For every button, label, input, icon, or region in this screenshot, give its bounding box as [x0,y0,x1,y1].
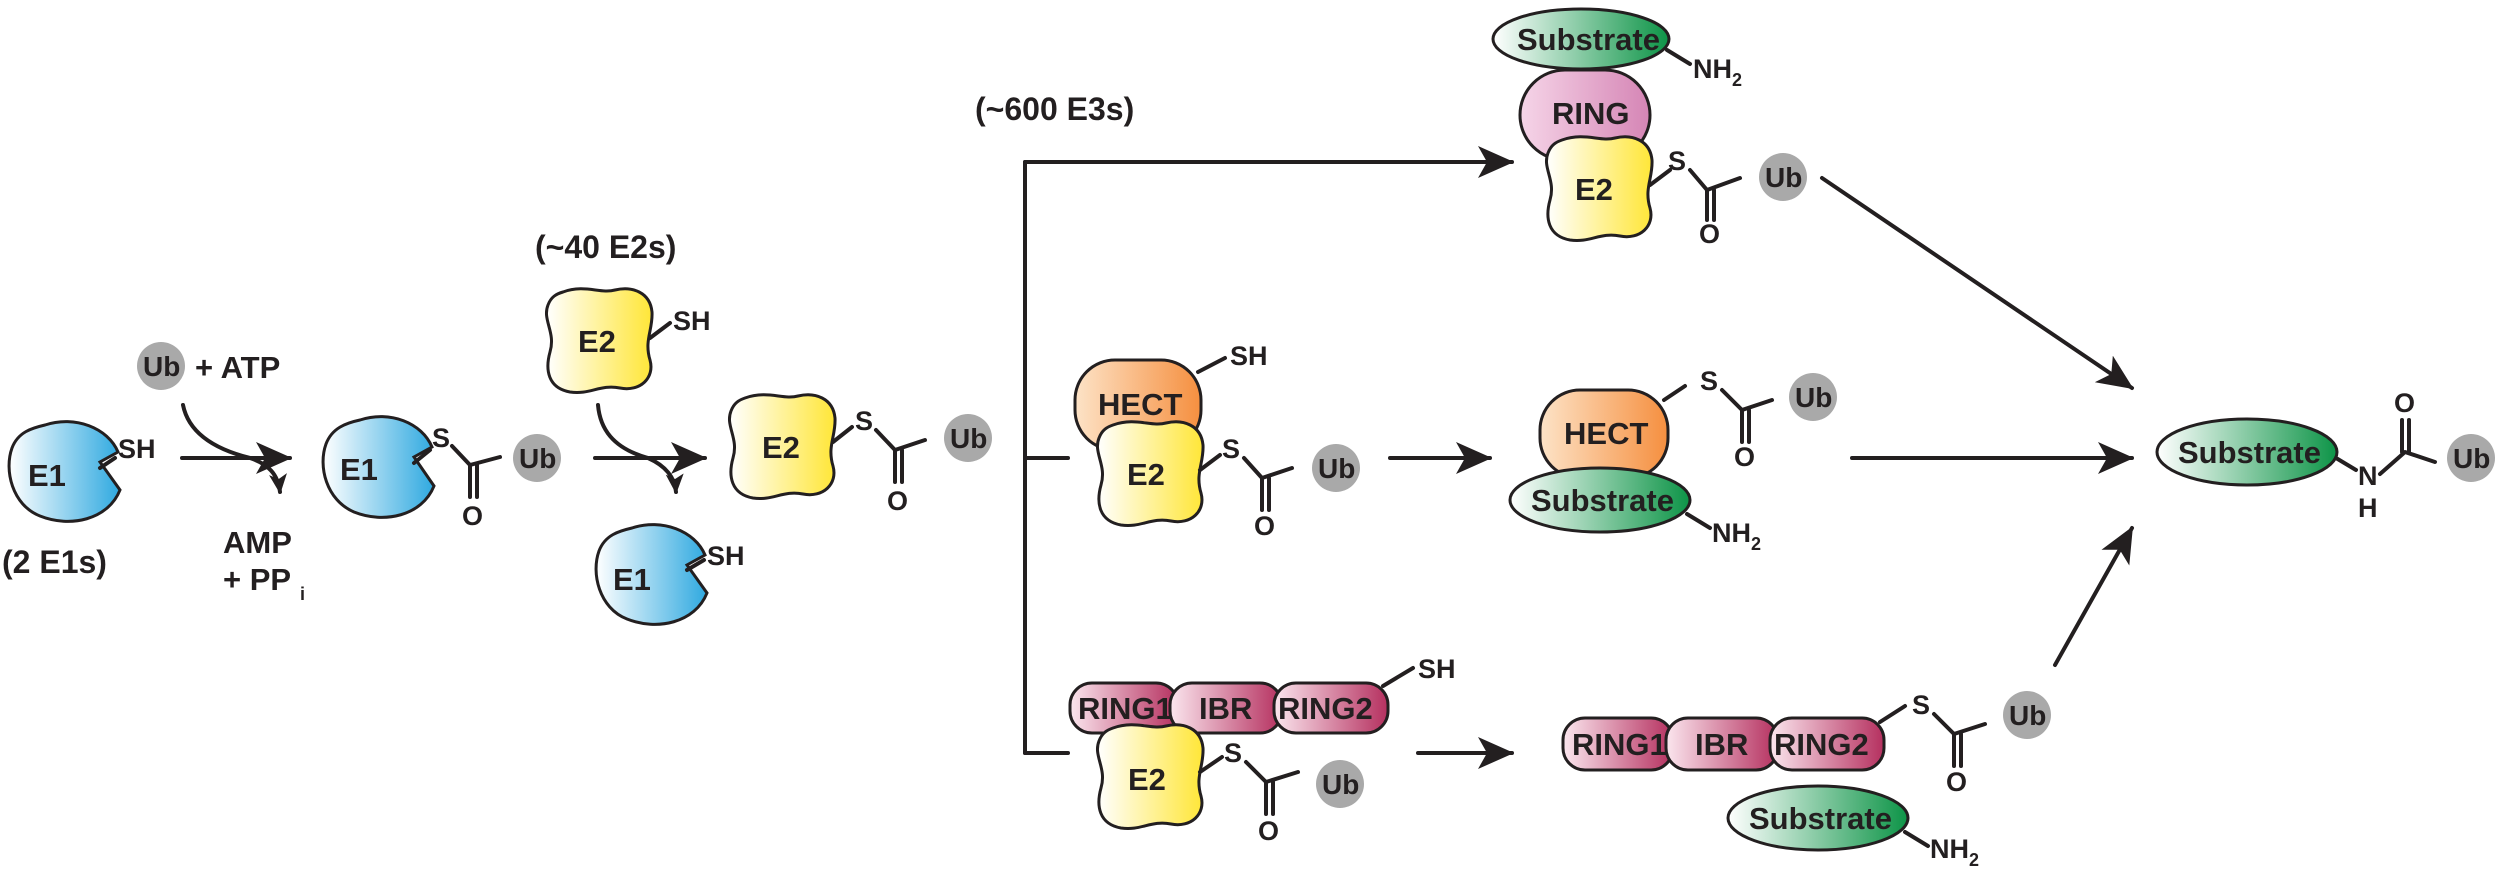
s-label: S [1222,434,1240,464]
hect-e2-complex: HECT SH E2 S O Ub [1073,341,1360,541]
e2-enzyme [1096,420,1205,528]
ubiquitinated-substrate-product: Substrate N H O Ub [2155,388,2495,523]
ubiquitin-circle [2447,434,2495,482]
ubiquitin-circle [1316,760,1364,808]
substrate-label: Substrate [1749,801,1892,836]
ubiquitin-circle [2003,691,2051,739]
e2-ub-thioester: E2 S O Ub [728,393,992,516]
ibr-label: IBR [1695,727,1748,762]
e2-enzyme-free: E2 [545,287,654,395]
ub-label: Ub [519,443,556,474]
e1-ub-thioester: E1 S O Ub [321,415,561,531]
n-label: N [2358,461,2378,491]
ring2-domain [1768,716,1886,772]
e2-label: E2 [578,324,616,359]
ibr-label: IBR [1199,691,1252,726]
hect-ub-thioester: HECT S O Ub Substrate NH2 [1508,366,1837,554]
sh-label: SH [1418,654,1456,684]
ubiquitin-circle [137,342,185,390]
e2-label: E2 [1128,762,1166,797]
o-label: O [1258,816,1279,846]
ub-label: Ub [143,351,180,382]
ubiquitin-circle [1759,153,1807,201]
rbr-ub-thioester: RING1 IBR RING2 S O Ub Substrate NH2 [1561,690,2051,870]
s-label: S [1912,690,1930,720]
e1-enzyme-released: E1 [594,523,709,626]
e2-enzyme [1096,723,1205,831]
plus-pp-label: + PP [223,562,291,597]
ub-label: Ub [1322,769,1359,800]
ub-label: Ub [1765,162,1802,193]
s-label: S [1700,366,1718,396]
nh2-label: NH2 [1693,54,1742,90]
ubiquitin-circle [1312,444,1360,492]
s-label: S [1668,146,1686,176]
o-label: O [887,486,908,516]
sh-label: SH [118,434,156,464]
rbr-e2-complex: RING1 IBR RING2 SH E2 S O Ub [1068,654,1456,846]
rbr-to-product-arrow [2053,526,2134,667]
e2-label: E2 [1127,457,1165,492]
substrate-label: Substrate [1517,22,1660,57]
plus-atp-label: + ATP [195,350,280,385]
ring-e3-complex: Substrate NH2 RING E2 S O Ub [1491,7,1807,249]
sh-label: SH [673,306,711,336]
ring1-label: RING1 [1572,727,1667,762]
ub-label: Ub [950,423,987,454]
ubiquitin-circle [1789,373,1837,421]
substrate-ellipse [1726,784,1910,852]
sh-label: SH [1230,341,1268,371]
ub-label: Ub [2009,700,2046,731]
nh2-label: NH2 [1930,834,1979,870]
e1-count-label: (2 E1s) [2,544,107,580]
ubiquitin-circle [513,434,561,482]
hect-label: HECT [1098,387,1182,422]
ring2-label: RING2 [1774,727,1869,762]
o-label: O [2394,388,2415,418]
hect-label: HECT [1564,416,1648,451]
h-label: H [2358,493,2378,523]
e2-label: E2 [1575,172,1613,207]
ring-to-product-arrow [1820,176,2134,390]
e3-branch-lines [1023,146,1514,755]
e1-label: E1 [340,452,378,487]
e1-label: E1 [613,562,651,597]
s-label: S [432,423,450,453]
e1-label: E1 [28,458,66,493]
nh2-label: NH2 [1712,518,1761,554]
substrate-label: Substrate [1531,483,1674,518]
e2-label: E2 [762,430,800,465]
ub-label: Ub [1795,382,1832,413]
e2-count-label: (~40 E2s) [535,229,676,265]
s-label: S [1224,738,1242,768]
ub-label: Ub [2453,443,2490,474]
o-label: O [462,501,483,531]
e3-count-label: (~600 E3s) [975,91,1134,127]
o-label: O [1734,442,1755,472]
amp-label: AMP [223,525,292,560]
substrate-label: Substrate [2178,435,2321,470]
ring-label: RING [1552,96,1630,131]
ring2-label: RING2 [1278,691,1373,726]
o-label: O [1946,767,1967,797]
s-label: S [855,406,873,436]
ring2-domain [1272,681,1390,735]
o-label: O [1254,511,1275,541]
sh-label: SH [707,541,745,571]
e2-enzyme [1545,135,1654,243]
ub-label: Ub [1318,453,1355,484]
ring1-label: RING1 [1078,691,1173,726]
ubiquitin-circle [944,414,992,462]
substrate-ellipse [1508,466,1692,534]
pp-subscript: i [300,584,305,604]
o-label: O [1699,219,1720,249]
e1-enzyme-free: E1 [7,420,122,523]
substrate-ellipse [2155,417,2339,487]
